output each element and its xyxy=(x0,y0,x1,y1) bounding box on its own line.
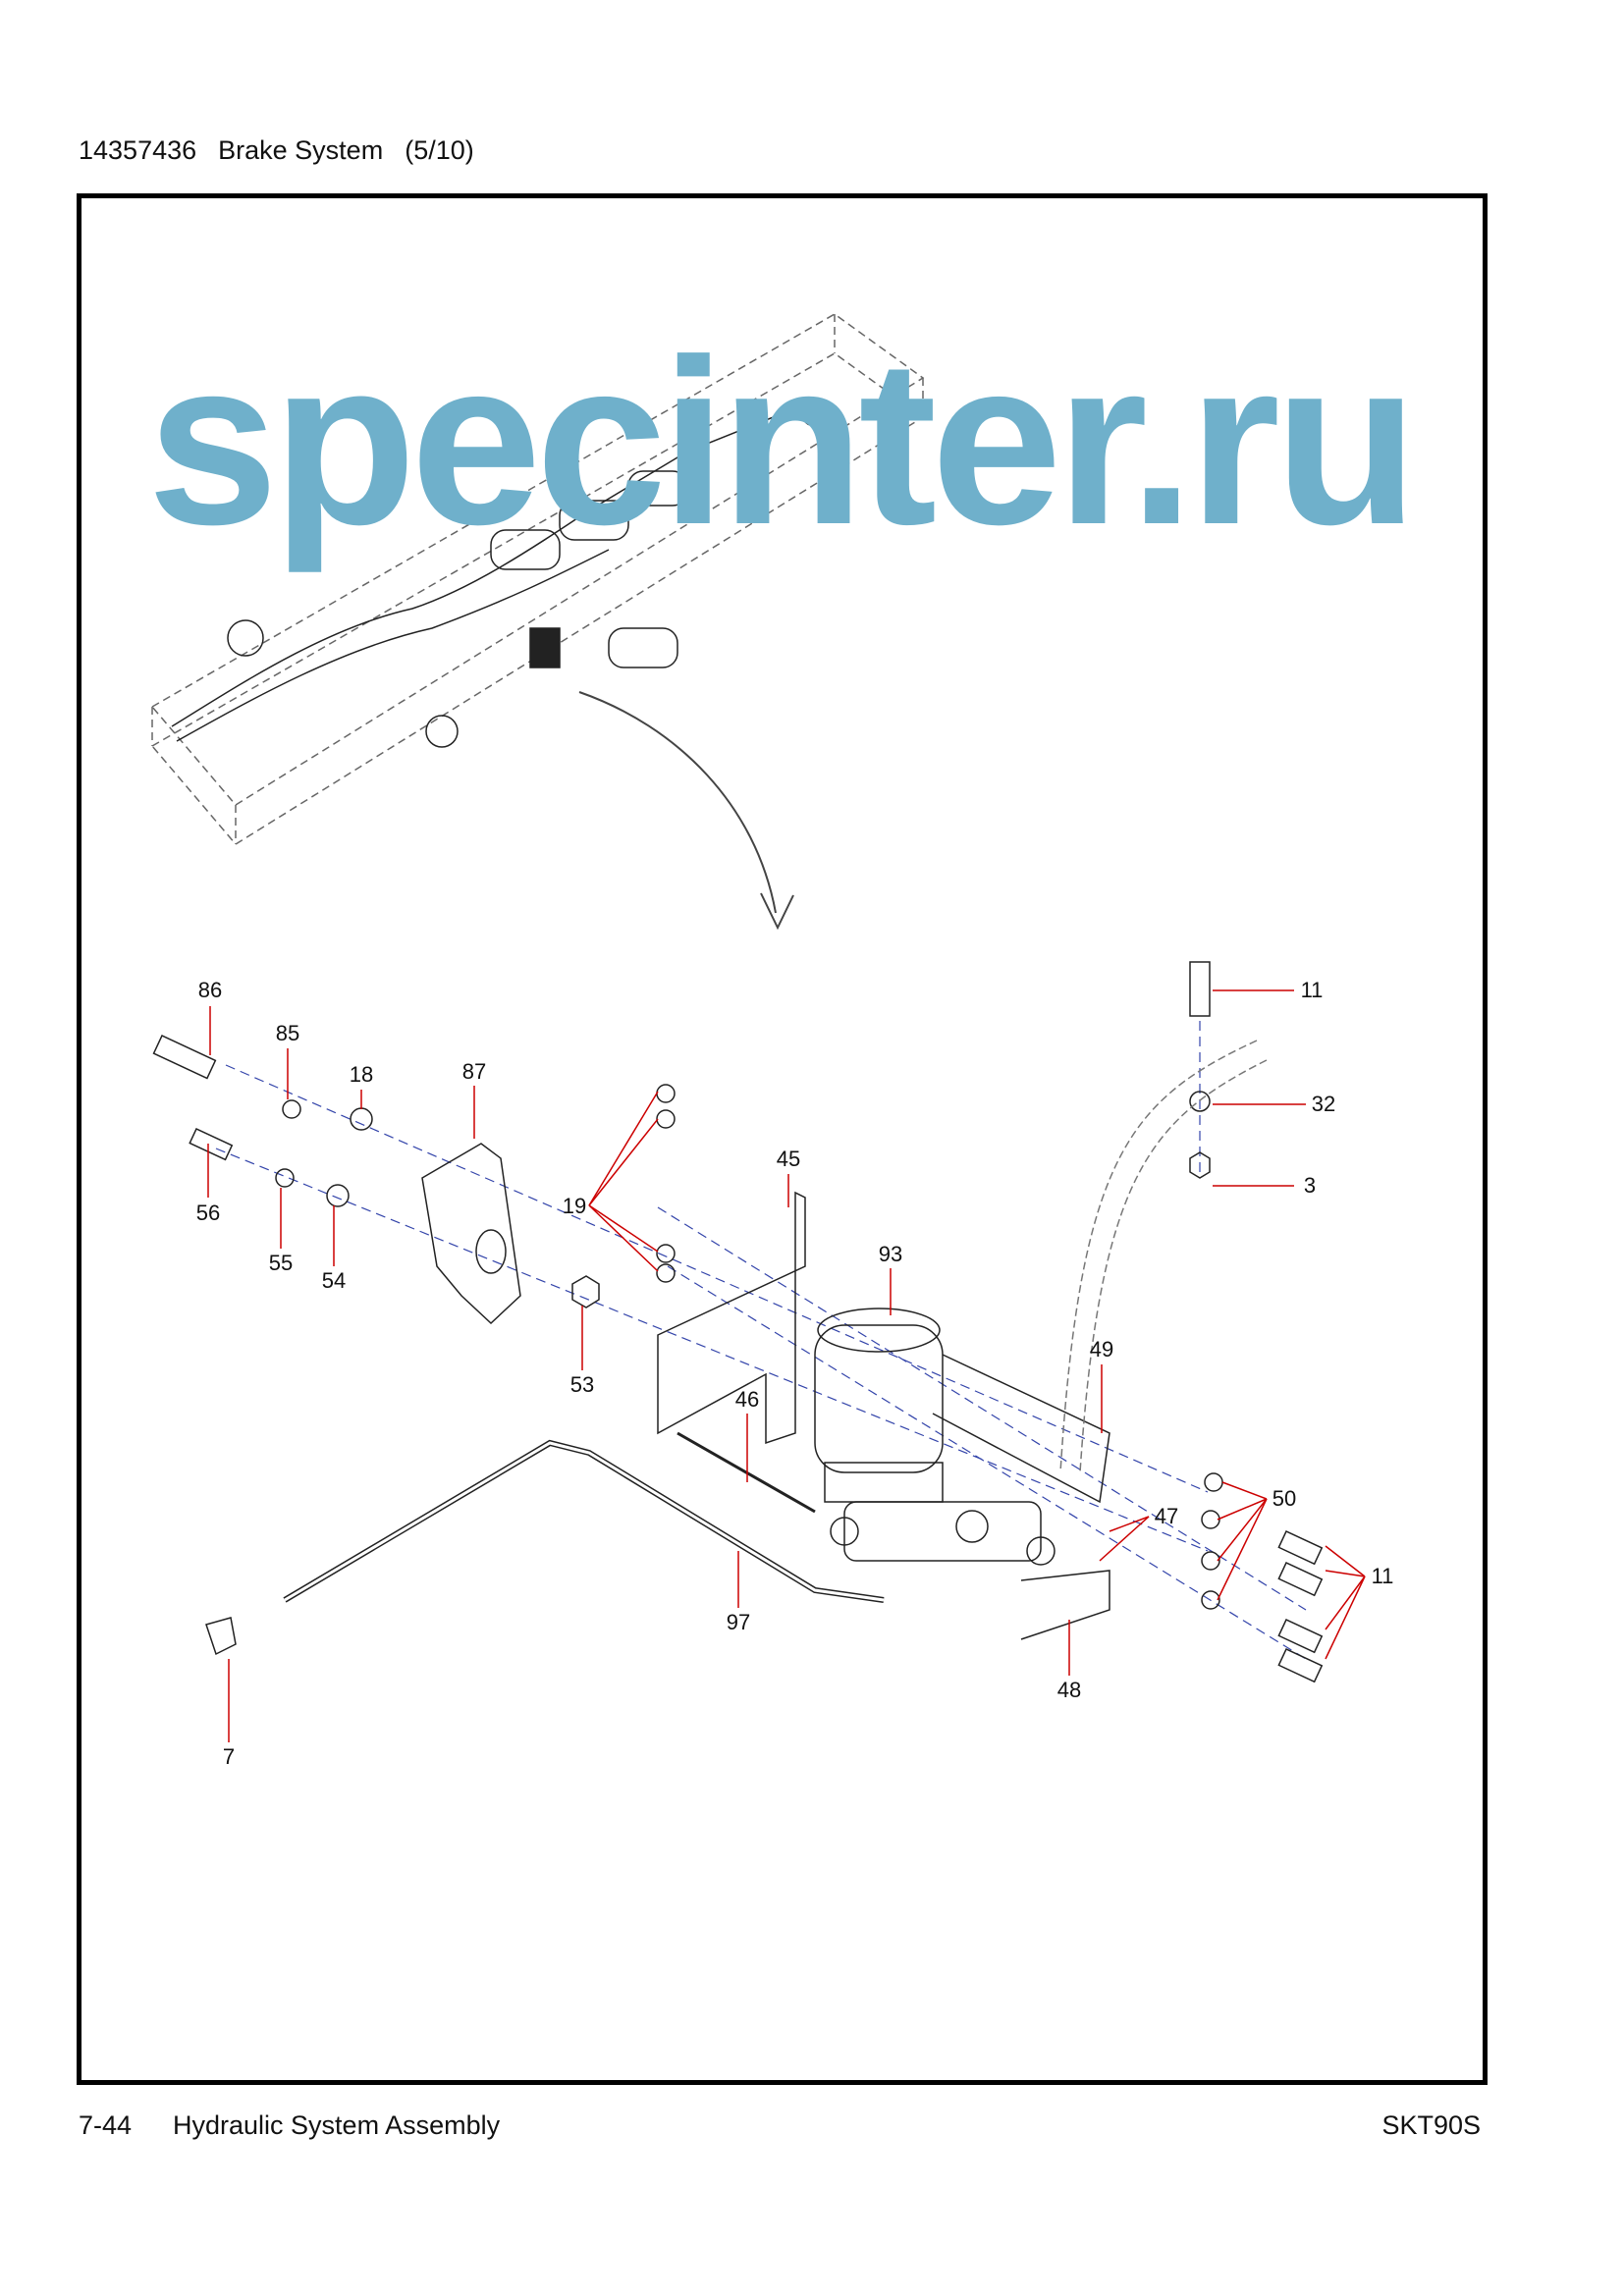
callout-45: 45 xyxy=(776,1147,801,1171)
callout-93: 93 xyxy=(878,1242,903,1266)
footer-model: SKT90S xyxy=(1381,2110,1481,2140)
leader-lines xyxy=(207,989,1366,1742)
sheet-index: (5/10) xyxy=(405,135,474,165)
hose-46 xyxy=(677,1431,816,1514)
callout-86: 86 xyxy=(197,978,223,1002)
assembly-title: Brake System xyxy=(218,135,384,165)
tube-48 xyxy=(1020,1570,1110,1640)
callout-48: 48 xyxy=(1056,1678,1082,1702)
footer-page-number: 7-44 xyxy=(79,2110,133,2140)
watermark: specinter.ru xyxy=(147,310,1419,573)
callout-18: 18 xyxy=(349,1062,374,1087)
callout-50: 50 xyxy=(1272,1486,1297,1511)
detail-arrow xyxy=(578,691,777,914)
callout-11-upper: 11 xyxy=(1300,978,1324,1002)
callout-56: 56 xyxy=(195,1201,221,1225)
bracket-45 xyxy=(657,1191,806,1445)
part-number: 14357436 xyxy=(79,135,197,165)
callout-87: 87 xyxy=(461,1059,487,1084)
page-header: 14357436 Brake System (5/10) xyxy=(79,135,496,166)
callout-53: 53 xyxy=(569,1372,595,1397)
callout-54: 54 xyxy=(321,1268,347,1293)
drawing-frame xyxy=(77,193,1488,2085)
callout-49: 49 xyxy=(1089,1337,1114,1362)
chassis-overview xyxy=(150,313,925,845)
callout-7: 7 xyxy=(222,1744,236,1769)
tube-49 xyxy=(932,1354,1110,1504)
callout-47: 47 xyxy=(1154,1504,1179,1528)
callout-46: 46 xyxy=(734,1387,760,1412)
chassis-components xyxy=(171,398,830,748)
fitting-7 xyxy=(205,1617,237,1656)
callout-55: 55 xyxy=(268,1251,294,1275)
callout-11-lower: 11 xyxy=(1371,1564,1394,1588)
callout-19: 19 xyxy=(562,1194,587,1218)
footer-section: Hydraulic System Assembly xyxy=(173,2110,501,2140)
callout-97: 97 xyxy=(726,1610,751,1634)
bracket-87 xyxy=(421,1143,521,1325)
callout-85: 85 xyxy=(275,1021,300,1045)
fasteners xyxy=(152,961,1324,1683)
air-dryer-93 xyxy=(814,1308,1056,1566)
callout-32: 32 xyxy=(1311,1092,1336,1116)
callout-3: 3 xyxy=(1303,1173,1317,1198)
